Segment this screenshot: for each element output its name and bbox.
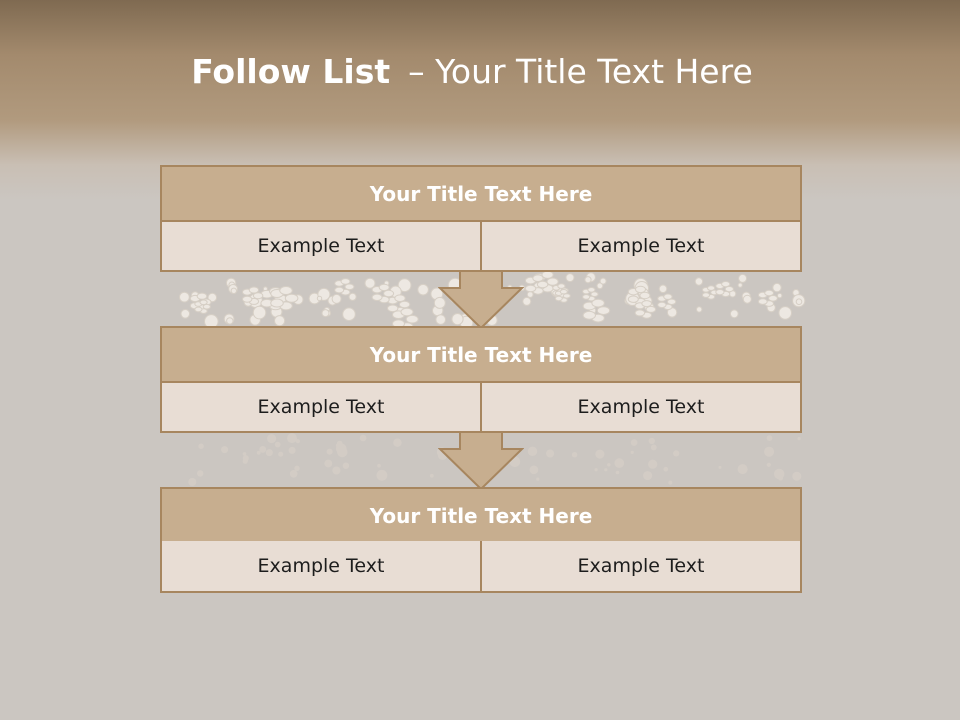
title-rest: – Your Title Text Here <box>408 52 753 91</box>
row-3-right-cell: Example Text <box>480 541 800 591</box>
row-1-left-cell: Example Text <box>257 235 385 257</box>
row-2-right-cell: Example Text <box>480 383 800 431</box>
down-arrow-icon <box>438 431 524 491</box>
row-3-left-cell: Example Text <box>257 555 385 577</box>
row-2-header: Your Title Text Here <box>160 326 802 383</box>
row-1-right-cell: Example Text <box>480 222 800 270</box>
title-bold: Follow List <box>191 52 391 91</box>
row-3-header: Your Title Text Here <box>160 487 802 544</box>
row-1-cells: Example Text Example Text <box>160 222 802 272</box>
down-arrow-icon <box>438 270 524 330</box>
row-2-left-cell: Example Text <box>257 396 385 418</box>
page-title: Follow List – Your Title Text Here <box>0 52 944 91</box>
row-1-header: Your Title Text Here <box>160 165 802 222</box>
row-2-cells: Example Text Example Text <box>160 383 802 433</box>
row-3-cells: Example Text Example Text <box>160 541 802 593</box>
